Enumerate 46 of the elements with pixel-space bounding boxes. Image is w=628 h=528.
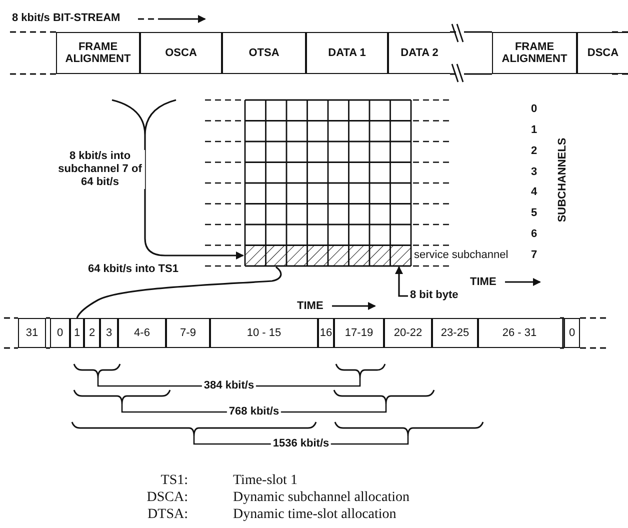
frame-slot: 4-6 (118, 318, 166, 348)
legend-key: DTSA: (148, 508, 188, 521)
row-caption: service subchannel (414, 249, 508, 262)
frame-slot: FRAME ALIGNMENT (56, 32, 140, 74)
frame-slot: 20-22 (384, 318, 432, 348)
row-number: 4 (531, 186, 538, 199)
frame-slot: OTSA (222, 32, 306, 74)
legend-text: Dynamic subchannel allocation (233, 491, 410, 504)
frame-slot: 17-19 (334, 318, 384, 348)
hatched-bar (245, 245, 411, 266)
frame-slot: 26 - 31 (478, 318, 560, 348)
frame-slot: 2 (84, 318, 100, 348)
frame-slot: 23-25 (432, 318, 478, 348)
frame-slot: DSCA (577, 32, 628, 74)
stream-label: 8 kbit/s BIT-STREAM (12, 12, 120, 25)
axis-label: TIME (297, 300, 324, 313)
arrow (111, 99, 244, 260)
row-number: 1 (531, 124, 538, 137)
legend-text: Time-slot 1 (233, 474, 298, 487)
legend-text: Dynamic time-slot allocation (233, 508, 396, 521)
axis-label: TIME (470, 276, 496, 289)
row-number: 5 (531, 207, 538, 220)
frame-slot: 1 (70, 318, 84, 348)
frame-slot: DATA 1 (306, 32, 388, 74)
row-number: 3 (531, 166, 538, 179)
legend-key: TS1: (160, 474, 188, 487)
callout-text: 8 bit byte (410, 289, 474, 303)
frame-slot: 31 (18, 318, 46, 348)
frame-slot: 10 - 15 (210, 318, 318, 348)
frame-slot: OSCA (140, 32, 222, 74)
frame-slot: 0 (50, 318, 70, 348)
row-number: 6 (531, 228, 538, 241)
connector (76, 266, 282, 318)
legend-key: DSCA: (146, 491, 188, 504)
connector (395, 266, 408, 297)
row-number: 0 (531, 103, 538, 116)
subchannel-grid (245, 100, 411, 266)
row-number: 7 (531, 249, 538, 262)
frame-slot: DATA 2 (388, 32, 450, 74)
axis-title: SUBCHANNELS (556, 138, 570, 222)
frame-slot: 16 (318, 318, 334, 348)
frame-slot: 7-9 (166, 318, 210, 348)
frame-slot: 3 (100, 318, 118, 348)
row-number: 2 (531, 145, 538, 158)
frame-slot: 0 (564, 318, 580, 348)
frame-slot: FRAME ALIGNMENT (492, 32, 577, 74)
